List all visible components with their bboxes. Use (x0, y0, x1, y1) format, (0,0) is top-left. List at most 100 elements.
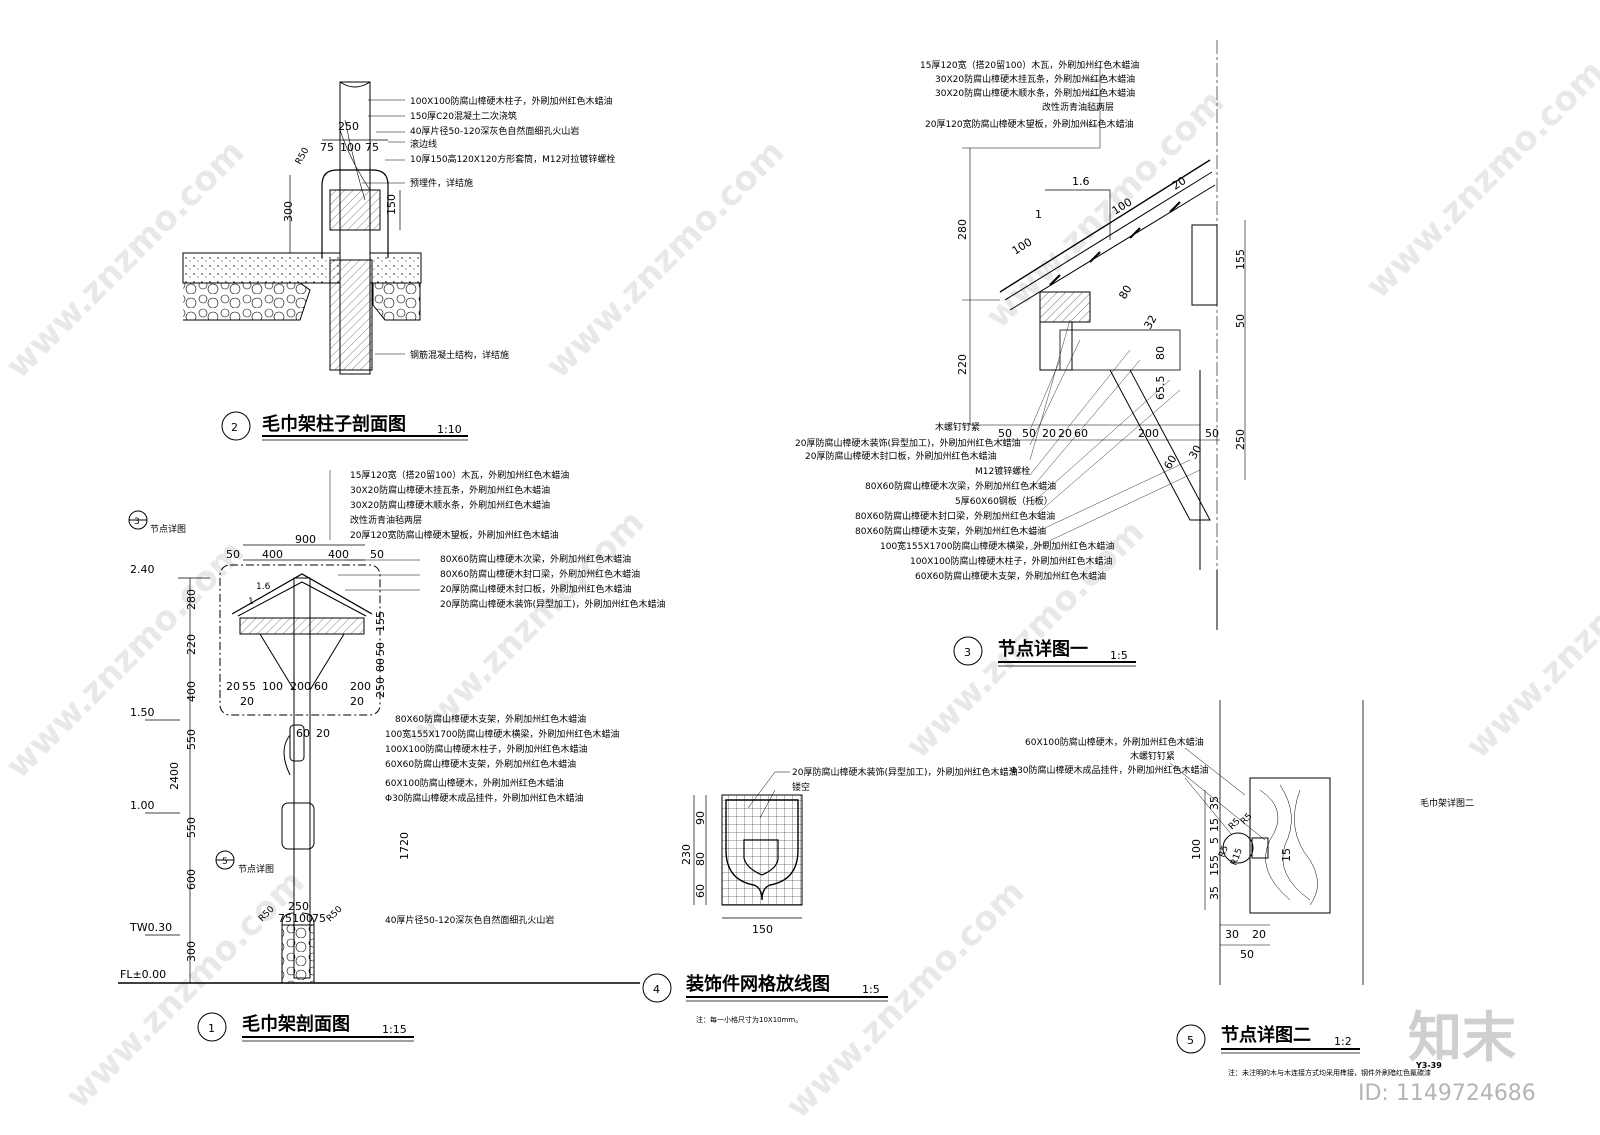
leader-text: 60X100防腐山樟硬木，外刷加州红色木蜡油 (385, 777, 564, 789)
drawing-1-labels: 2.40 1.50 1.00 TW0.30 FL±0.00 900 50 400… (120, 469, 665, 1042)
dim-text: 60 (314, 680, 328, 693)
dim-text: 1 (1035, 208, 1042, 221)
leader-text: 80X60防腐山樟硬木次梁，外刷加州红色木蜡油 (440, 553, 631, 565)
dim-text: 30 (1225, 928, 1239, 941)
leader-text: 5厚60X60钢板（托板） (955, 495, 1053, 507)
dim-text: 20 (1042, 427, 1056, 440)
dim-text: 32 (1141, 313, 1159, 332)
leader-text: 100宽155X1700防腐山樟硬木横梁，外刷加州红色木蜡油 (880, 540, 1114, 552)
watermark-text: www.znzmo.com (538, 132, 792, 386)
dim-text: 60 (1074, 427, 1088, 440)
watermark-text: www.znzmo.com (0, 532, 252, 786)
dim-text: 100 (262, 680, 283, 693)
drawing-title: 毛巾架柱子剖面图 (262, 413, 406, 435)
watermark-text: www.znzmo.com (1458, 512, 1600, 766)
drawing-scale: 1:2 (1334, 1035, 1352, 1048)
drawing-4-ornament-grid (693, 771, 803, 919)
leader-text: 100X100防腐山樟硬木柱子，外刷加州红色木蜡油 (910, 555, 1113, 567)
leader-text: 木螺钉钉紧 (935, 421, 980, 433)
dim-text: 20 (240, 695, 254, 708)
dim-text: 900 (295, 533, 316, 546)
dim-text: 250 (374, 677, 387, 698)
dim-text: 35 (1208, 886, 1221, 900)
dim-text: 65.5 (1154, 376, 1167, 401)
drawing-number: 3 (964, 646, 971, 659)
drawing-scale: 1:5 (862, 983, 880, 996)
watermark-text: www.znzmo.com (778, 872, 1032, 1126)
dim-text: 250 (1234, 429, 1247, 450)
leader-text: 20厚防腐山樟硬木封口板，外刷加州红色木蜡油 (805, 450, 996, 462)
leader-text: 150厚C20混凝土二次浇筑 (410, 110, 517, 122)
leader-text: 30X20防腐山樟硬木挂瓦条，外刷加州红色木蜡油 (935, 73, 1135, 85)
drawing-5-labels: 60X100防腐山樟硬木，外刷加州红色木蜡油 木螺钉钉紧 Φ30防腐山樟硬木成品… (1010, 736, 1474, 1077)
drawing-1-towel-rack (118, 470, 640, 984)
drawing-number-circle (221, 411, 251, 441)
dim-text: 5 (1208, 855, 1221, 862)
brand-watermark: 知末 ID: 1149724686 (1358, 1006, 1536, 1106)
callout-label: 节点详图 (150, 523, 186, 535)
drawing-number-circle (1176, 1024, 1206, 1054)
dim-text: 50 (1234, 314, 1247, 328)
dim-text: 220 (956, 354, 969, 375)
dim-text: R5 (1217, 844, 1230, 859)
level-text: 1.00 (130, 799, 155, 812)
leader-text: 80X60防腐山樟硬木支架，外刷加州红色木蜡油 (855, 525, 1046, 537)
drawing-title: 节点详图一 (998, 638, 1088, 660)
dim-text: 80 (1116, 283, 1134, 302)
drawing-number-circle (953, 636, 983, 666)
dim-text: 75 (312, 912, 326, 925)
leader-text: 80X60防腐山樟硬木封口梁，外刷加州红色木蜡油 (855, 510, 1055, 522)
dim-text: 35 (1208, 796, 1221, 810)
drawing-number: 2 (231, 421, 238, 434)
dim-text: 150 (752, 923, 773, 936)
dim-text: 1.6 (256, 582, 271, 592)
dim-text: 90 (694, 811, 707, 825)
dim-text: 400 (328, 548, 349, 561)
callout-label: 节点详图 (238, 863, 274, 875)
dim-text: 75 (320, 141, 334, 154)
note-text: 注：未注明的木与木连接方式均采用榫接，钢件外刷暗红色氟碳漆 (1228, 1068, 1431, 1077)
dim-text: 100 (1190, 839, 1203, 860)
drawing-5-node-detail (1169, 700, 1364, 985)
leader-text: M12镀锌螺栓 (975, 465, 1030, 477)
dim-text: 30 (1186, 443, 1204, 462)
leader-text: 20厚防腐山樟硬木装饰(异型加工)，外刷加州红色木蜡油 (792, 766, 1017, 778)
dim-text: 20 (350, 695, 364, 708)
leader-text: 预埋件，详结施 (410, 177, 473, 189)
brand-logo: 知末 (1408, 1006, 1516, 1069)
drawing-number: 5 (1187, 1034, 1194, 1047)
dim-text: 50 (374, 642, 387, 656)
leader-text: 30X20防腐山樟硬木顺水条，外刷加州红色木蜡油 (935, 87, 1135, 99)
dim-text: 200 (350, 680, 371, 693)
dim-text: 1 (248, 597, 254, 607)
leader-text: 60X60防腐山樟硬木支架，外刷加州红色木蜡油 (915, 570, 1106, 582)
dim-text: 20 (1058, 427, 1072, 440)
dim-text: 20 (1170, 174, 1189, 192)
dim-text: 280 (956, 219, 969, 240)
leader-text: 10厚150高120X120方形套筒，M12对拉镀锌螺栓 (410, 153, 615, 165)
dim-text: 15 (1208, 862, 1221, 876)
dim-text: 200 (1138, 427, 1159, 440)
dim-text: 250 (288, 900, 309, 913)
leader-text: 20厚防腐山樟硬木封口板，外刷加州红色木蜡油 (440, 583, 631, 595)
dim-text: 200 (290, 680, 311, 693)
dim-text: 280 (185, 589, 198, 610)
dim-text: 100 (340, 141, 361, 154)
drawing-3-labels: 15厚120宽（搭20留100）木瓦，外刷加州红色木蜡油 30X20防腐山樟硬木… (795, 59, 1247, 667)
callout-number: 5 (222, 857, 228, 867)
leader-text: 80X60防腐山樟硬木次梁，外刷加州红色木蜡油 (865, 480, 1056, 492)
dim-text: 230 (680, 844, 693, 865)
leader-text: 80X60防腐山樟硬木封口梁，外刷加州红色木蜡油 (440, 568, 640, 580)
dim-text: 400 (185, 681, 198, 702)
leader-text: 改性沥青油毡两层 (350, 514, 422, 526)
drawing-title: 节点详图二 (1221, 1024, 1311, 1046)
drawing-scale: 1:15 (382, 1023, 407, 1036)
leader-text: 60X60防腐山樟硬木支架，外刷加州红色木蜡油 (385, 758, 576, 770)
leader-text: 40厚片径50-120深灰色自然面细孔火山岩 (385, 914, 554, 926)
dim-text: 50 (370, 548, 384, 561)
leader-text: 木螺钉钉紧 (1130, 750, 1175, 762)
dim-text: 55 (242, 680, 256, 693)
dim-text: R15 (1229, 847, 1244, 867)
